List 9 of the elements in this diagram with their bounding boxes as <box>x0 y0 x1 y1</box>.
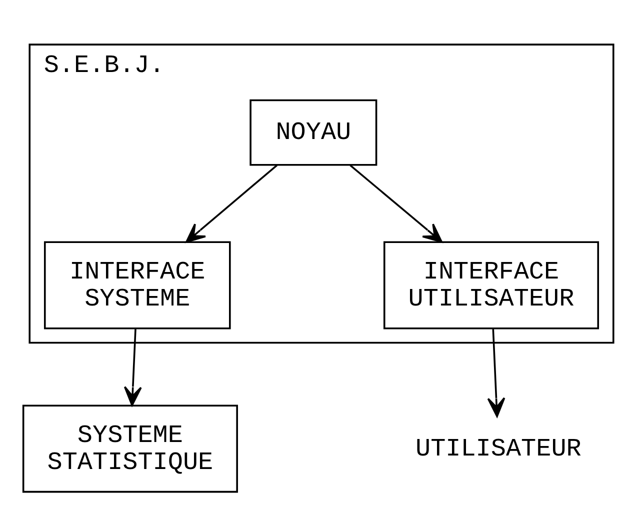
arrow <box>186 164 278 243</box>
arrow <box>350 164 443 243</box>
node-box: INTERFACE UTILISATEUR <box>383 241 600 330</box>
arrow <box>487 329 506 418</box>
node-box: SYSTEME STATISTIQUE <box>22 404 238 493</box>
node-box: NOYAU <box>250 99 378 166</box>
node-text: UTILISATEUR <box>416 434 582 464</box>
node-box: INTERFACE SYSTEME <box>44 241 231 330</box>
arrow <box>124 329 142 406</box>
